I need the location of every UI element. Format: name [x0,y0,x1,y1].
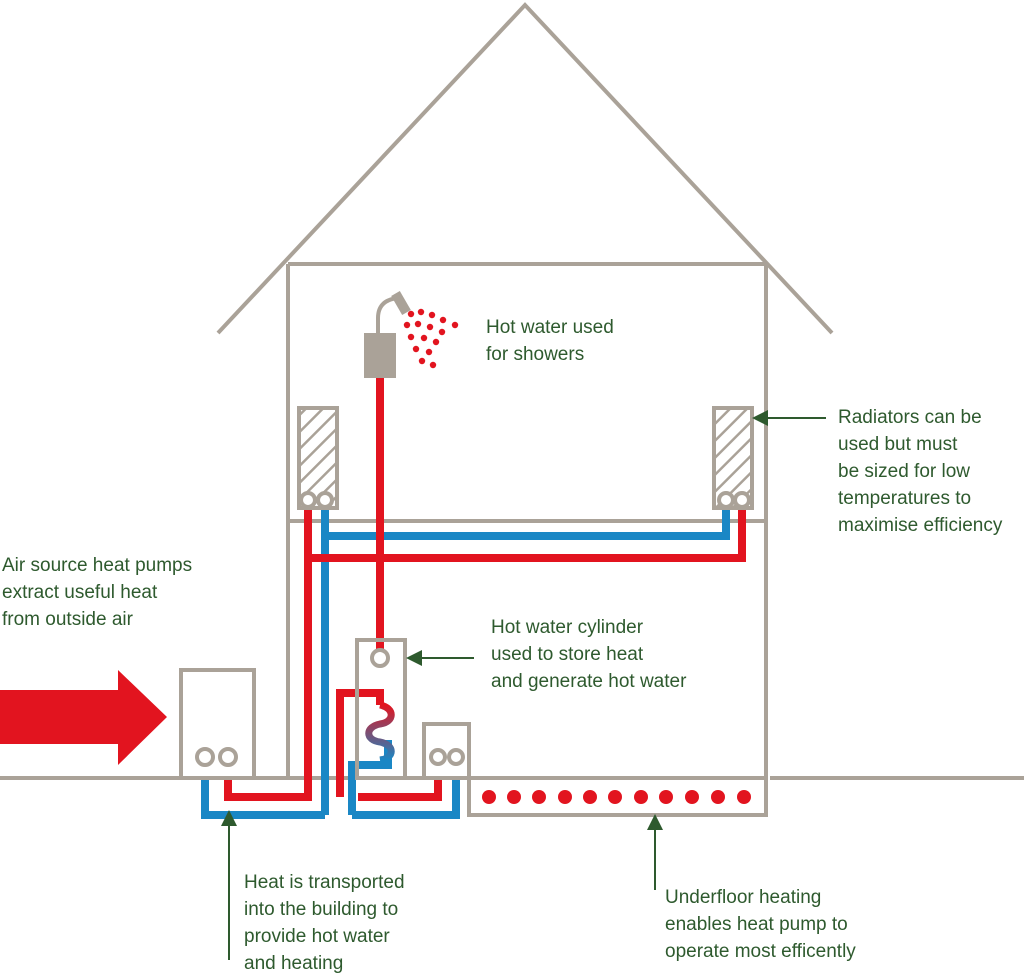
house-outline [216,2,834,778]
shower-head-icon [364,290,459,378]
pump-box-icon [422,722,471,780]
cylinder-label: Hot water cylinder used to store heat an… [491,617,687,692]
radiator-icon [297,406,339,510]
air-flow-arrow-icon [0,670,167,765]
radiators-label: Radiators can be used but must be sized … [838,407,1003,536]
shower-label: Hot water used for showers [486,317,614,365]
transport-label: Heat is transported into the building to… [244,872,405,974]
underfloor-heating [467,776,768,817]
roof [216,2,834,335]
hot-water-cylinder-icon [355,638,407,780]
air-source-label: Air source heat pumps extract useful hea… [2,555,193,630]
heat-pump-unit-icon [179,668,256,780]
annotation-arrows [221,410,826,960]
radiator-icon [712,406,754,510]
underfloor-label: Underfloor heating enables heat pump to … [665,887,856,962]
